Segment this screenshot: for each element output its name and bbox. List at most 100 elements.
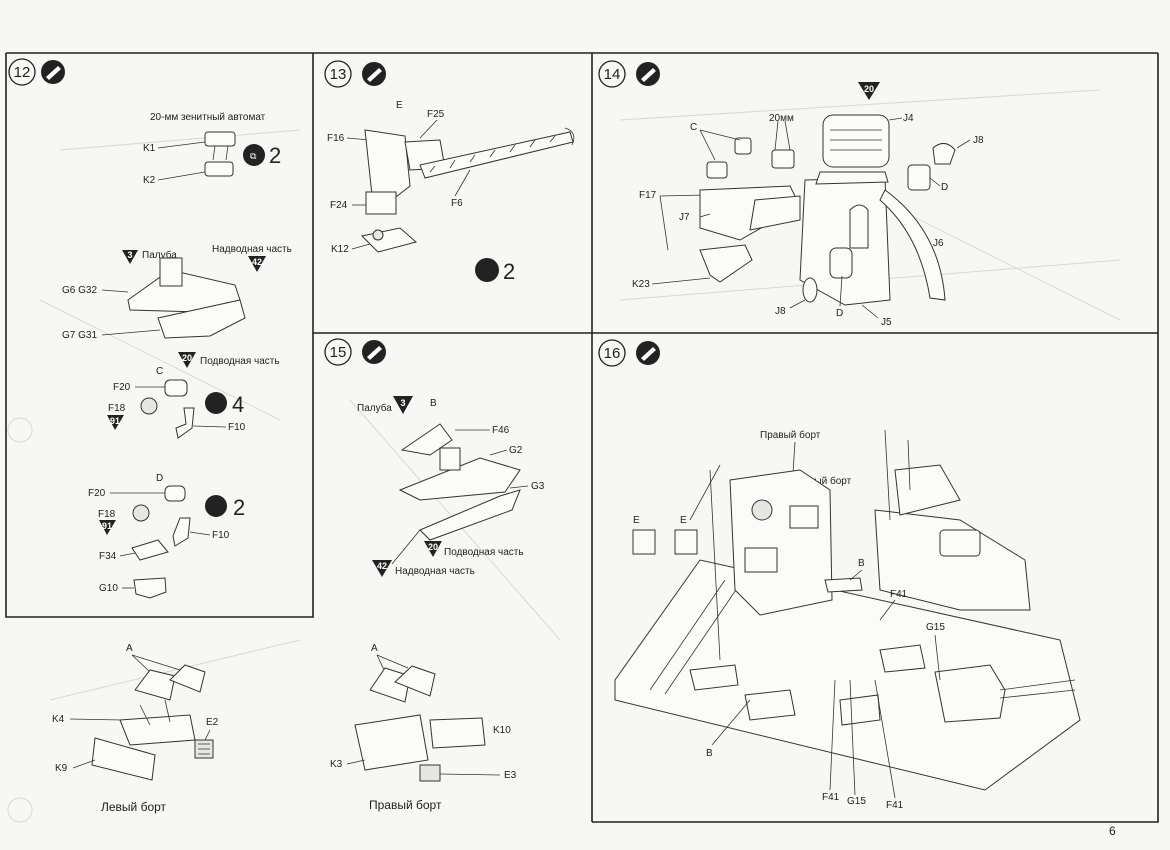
label-g6g32: G6 G32 <box>62 285 97 296</box>
step-13-badge: 13 <box>324 60 386 88</box>
label-k12: K12 <box>331 244 349 255</box>
label-f16: F16 <box>327 133 345 144</box>
label-b-top: B <box>858 558 865 569</box>
label-g15-bot: G15 <box>847 796 866 807</box>
quantity-badge-4: 4 <box>205 392 244 417</box>
glue-icon <box>641 347 656 361</box>
step-13-panel: 13 E F25 F16 F6 F24 K12 2 <box>324 60 575 284</box>
side-assemblies: A K4 E2 K9 Левый борт A K10 K3 E3 Правый… <box>52 643 517 814</box>
svg-text:3: 3 <box>400 398 405 408</box>
label-b: B <box>430 398 437 409</box>
podvod-label: Подводная часть <box>200 356 280 367</box>
nadvod-label: Надводная часть <box>212 244 292 255</box>
step-number: 15 <box>330 344 347 361</box>
part-e2 <box>674 529 698 555</box>
label-e3: E3 <box>504 770 517 781</box>
part-e1 <box>632 529 656 555</box>
label-pravy-bort: Правый борт <box>760 429 821 441</box>
step-15-badge: 15 <box>324 338 386 366</box>
quantity-badge-13: 2 <box>475 258 515 284</box>
grille-e3 <box>419 764 441 782</box>
step-14-panel: 14 20 C 20мм J4 J8 D F17 J7 J6 <box>598 60 984 328</box>
label-c: C <box>690 122 697 133</box>
part-f24 <box>365 191 397 215</box>
aa-gun-parts <box>204 131 236 177</box>
label-g15-top: G15 <box>926 622 945 633</box>
glue-icon <box>46 66 61 80</box>
label-f10: F10 <box>228 422 246 433</box>
aft-superstructure <box>874 509 1031 611</box>
label-f41-br: F41 <box>886 800 904 811</box>
label-e2: E <box>680 515 687 526</box>
label-f25: F25 <box>427 109 445 120</box>
label-f10b: F10 <box>212 530 230 541</box>
quantity-badge-2: ⧉ 2 <box>243 143 281 168</box>
ship-deck <box>614 559 1081 791</box>
label-k23: K23 <box>632 279 650 290</box>
step-15-panel: 15 Палуба 3 B F46 G2 G3 20 Подводная час… <box>324 338 545 577</box>
label-f6: F6 <box>451 198 463 209</box>
svg-text:91: 91 <box>102 521 112 531</box>
qty-text: 2 <box>233 495 245 520</box>
podvod-label: Подводная часть <box>444 547 524 558</box>
caption-left-side: Левый борт <box>101 800 167 814</box>
glue-icon <box>367 68 382 82</box>
marker-20: 20 <box>858 82 880 100</box>
label-a-left: A <box>126 643 133 654</box>
sponson-left <box>119 714 196 746</box>
part-j8 <box>932 143 956 165</box>
nadvod-marker: 42 <box>248 256 266 272</box>
podvod-marker: 20 Подводная часть <box>178 352 280 368</box>
svg-text:⧉: ⧉ <box>250 151 257 161</box>
label-j7: J7 <box>679 212 690 223</box>
panel-k9 <box>91 737 156 781</box>
paluba-marker-15: 3 <box>393 396 413 414</box>
label-d-bot: D <box>836 308 843 319</box>
label-g7g31: G7 G31 <box>62 330 97 341</box>
label-f46: F46 <box>492 425 510 436</box>
page-number: 6 <box>1109 824 1116 838</box>
step-number: 12 <box>14 64 31 81</box>
panel-k10 <box>429 717 486 749</box>
label-f18b: F18 <box>98 509 116 520</box>
label-k1: K1 <box>143 143 156 154</box>
caption-right-side: Правый борт <box>369 798 442 812</box>
aa-gun-title: 20-мм зенитный автомат <box>150 112 266 123</box>
part-g2 <box>398 457 521 501</box>
label-j8b: J8 <box>775 306 786 317</box>
label-e: E <box>396 100 403 111</box>
qty-text: 2 <box>269 143 281 168</box>
svg-text:3: 3 <box>127 250 132 260</box>
label-e2: E2 <box>206 717 219 728</box>
funnel-cap <box>822 114 890 168</box>
turret <box>934 664 1006 723</box>
nadvod-label: Надводная часть <box>395 566 475 577</box>
step-number: 16 <box>604 345 621 362</box>
label-j4: J4 <box>903 113 914 124</box>
glue-icon <box>367 346 382 360</box>
step-12-panel: 12 20-мм зенитный автомат K1 K2 ⧉ 2 3 Па… <box>8 58 292 599</box>
step-12-badge: 12 <box>8 58 65 86</box>
part-j6 <box>879 189 946 301</box>
part-g3 <box>419 489 521 541</box>
marker-91: 91 <box>107 415 124 430</box>
label-c: C <box>156 366 163 377</box>
label-g10: G10 <box>99 583 118 594</box>
svg-text:20: 20 <box>864 84 874 94</box>
step-number: 14 <box>604 66 621 83</box>
label-f18: F18 <box>108 403 126 414</box>
label-k9: K9 <box>55 763 68 774</box>
label-f41-bl: F41 <box>822 792 840 803</box>
label-a-right: A <box>371 643 378 654</box>
svg-text:20: 20 <box>182 353 192 363</box>
step-16-panel: 16 Правый борт Левый борт E E <box>598 339 1081 811</box>
label-k10: K10 <box>493 725 511 736</box>
quantity-badge-2b: 2 <box>205 495 245 520</box>
label-b-bot: B <box>706 748 713 759</box>
hull-part <box>157 299 246 339</box>
label-f20b: F20 <box>88 488 106 499</box>
label-d-top: D <box>941 182 948 193</box>
svg-text:20: 20 <box>428 542 438 552</box>
label-f34: F34 <box>99 551 117 562</box>
